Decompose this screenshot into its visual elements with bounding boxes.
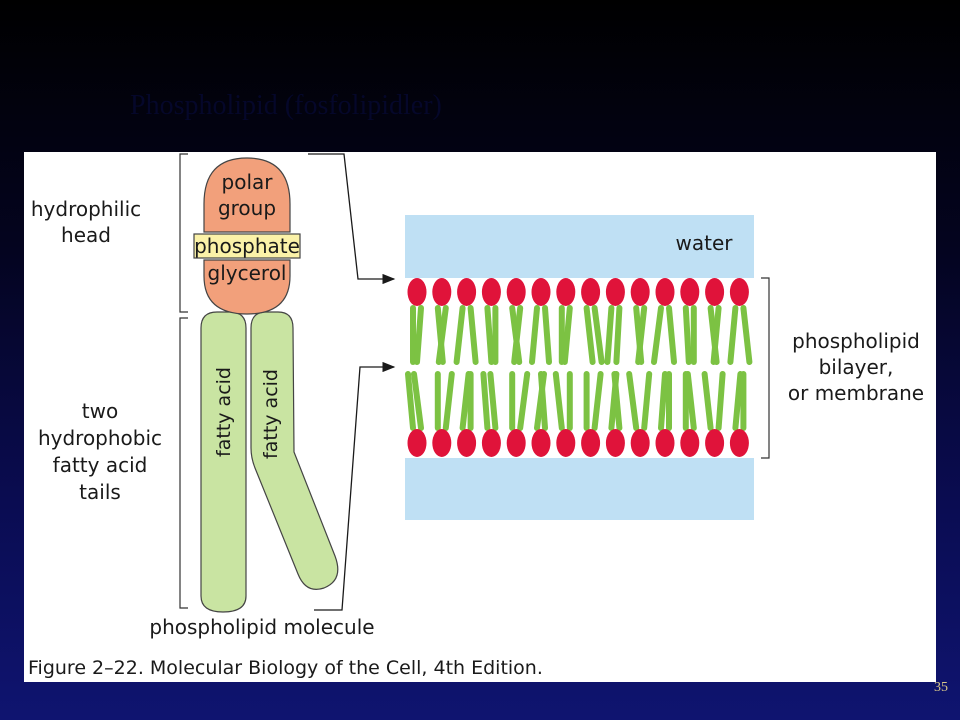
lipid-bilayer bbox=[405, 278, 753, 457]
tails-label-line4: tails bbox=[79, 480, 121, 504]
head-arrow bbox=[308, 153, 396, 285]
bilayer-label-line3: or membrane bbox=[788, 381, 924, 405]
lipid-tail bbox=[715, 371, 726, 431]
lipid-tail bbox=[626, 371, 640, 431]
tails-bracket bbox=[179, 317, 188, 609]
lipid-head-bottom bbox=[729, 429, 749, 457]
lipid-tail bbox=[480, 371, 491, 431]
head-bracket bbox=[179, 153, 188, 313]
lipid-tail bbox=[591, 305, 605, 365]
lipid-head-bottom bbox=[432, 429, 452, 457]
tails-label-line3: fatty acid bbox=[53, 453, 148, 477]
lipid-tail bbox=[552, 371, 565, 431]
lipid-tail bbox=[414, 305, 424, 365]
figure-caption: Figure 2–22. Molecular Biology of the Ce… bbox=[28, 657, 543, 679]
lipid-head-bottom bbox=[457, 429, 477, 457]
tails-label-line2: hydrophobic bbox=[38, 426, 162, 450]
lipid-tail bbox=[453, 305, 466, 365]
tail-arrow bbox=[314, 361, 396, 611]
lipid-head-top bbox=[581, 278, 601, 306]
lipid-tail bbox=[684, 371, 697, 431]
water-region-bottom bbox=[405, 458, 754, 520]
lipid-tail bbox=[511, 305, 524, 365]
slide-title: Phospholipid (fosfolipidler) bbox=[130, 90, 442, 121]
bilayer-bracket bbox=[761, 277, 770, 459]
slide-number: 35 bbox=[934, 680, 948, 695]
lipid-tail bbox=[435, 305, 449, 365]
lipid-head-bottom bbox=[481, 429, 501, 457]
polar-group-label-line2: group bbox=[218, 196, 276, 220]
lipid-head-bottom bbox=[630, 429, 650, 457]
lipid-tail bbox=[611, 371, 623, 431]
lipid-tail bbox=[484, 305, 495, 365]
molecule-caption: phospholipid molecule bbox=[149, 615, 374, 639]
lipid-tail bbox=[538, 371, 548, 431]
lipid-tail bbox=[682, 305, 692, 365]
lipid-head-top bbox=[531, 278, 551, 306]
polar-group-label-line1: polar bbox=[222, 170, 274, 194]
lipid-tail bbox=[732, 371, 744, 431]
phosphate-band bbox=[193, 233, 301, 259]
lipid-tail bbox=[517, 371, 531, 431]
phosphate-label: phosphate bbox=[194, 234, 300, 258]
lipid-head-bottom bbox=[605, 429, 625, 457]
lipid-head-bottom bbox=[407, 429, 427, 457]
lipid-head-top bbox=[481, 278, 501, 306]
lipid-head-top bbox=[680, 278, 700, 306]
lipid-head-bottom bbox=[705, 429, 725, 457]
lipid-tail bbox=[651, 305, 664, 365]
lipid-tail bbox=[740, 305, 753, 365]
lipid-head-top bbox=[506, 278, 526, 306]
lipid-tail bbox=[442, 371, 455, 431]
lipid-tail bbox=[411, 371, 424, 431]
water-label: water bbox=[676, 231, 734, 255]
lipid-head-bottom bbox=[680, 429, 700, 457]
lipid-tail bbox=[727, 305, 739, 365]
lipid-tail bbox=[529, 305, 540, 365]
phospholipid-diagram: hydrophilic head two hydrophobic fatty a… bbox=[28, 153, 924, 679]
fatty-acid-label-left: fatty acid bbox=[213, 367, 235, 457]
lipid-head-top bbox=[705, 278, 725, 306]
head-label-line2: head bbox=[61, 223, 111, 247]
lipid-tail bbox=[604, 305, 615, 365]
lipid-tail bbox=[710, 305, 722, 365]
tails-label-line1: two bbox=[82, 399, 118, 423]
lipid-head-bottom bbox=[556, 429, 576, 457]
lipid-tail bbox=[613, 305, 623, 365]
fatty-acid-label-right: fatty acid bbox=[260, 369, 282, 459]
lipid-head-top bbox=[630, 278, 650, 306]
lipid-head-bottom bbox=[531, 429, 551, 457]
bilayer-label-line2: bilayer, bbox=[819, 355, 894, 379]
lipid-tail bbox=[641, 371, 653, 431]
lipid-tail bbox=[405, 371, 416, 431]
lipid-head-top bbox=[432, 278, 452, 306]
glycerol-label: glycerol bbox=[208, 261, 287, 285]
lipid-head-top bbox=[605, 278, 625, 306]
lipid-head-bottom bbox=[506, 429, 526, 457]
polar-group-shape bbox=[203, 157, 291, 233]
lipid-tail bbox=[701, 371, 714, 431]
lipid-tail bbox=[635, 305, 648, 365]
lipid-head-bottom bbox=[581, 429, 601, 457]
lipid-head-top bbox=[729, 278, 749, 306]
glycerol-shape bbox=[203, 259, 291, 315]
lipid-tail bbox=[561, 305, 573, 365]
lipid-head-bottom bbox=[655, 429, 675, 457]
fatty-acid-tail-left bbox=[200, 311, 247, 613]
lipid-head-top bbox=[407, 278, 427, 306]
lipid-tail bbox=[583, 305, 596, 365]
lipid-tail bbox=[467, 305, 479, 365]
lipid-head-top bbox=[655, 278, 675, 306]
lipid-head-top bbox=[556, 278, 576, 306]
bilayer-label-line1: phospholipid bbox=[792, 329, 920, 353]
water-region-top bbox=[405, 215, 754, 278]
lipid-tail bbox=[666, 305, 677, 365]
lipid-tail bbox=[591, 371, 604, 431]
figure-panel: hydrophilic head two hydrophobic fatty a… bbox=[24, 152, 936, 682]
head-label-line1: hydrophilic bbox=[31, 197, 141, 221]
lipid-tail bbox=[542, 305, 552, 365]
lipid-tail bbox=[487, 371, 499, 431]
lipid-tail bbox=[658, 371, 668, 431]
lipid-head-top bbox=[457, 278, 477, 306]
